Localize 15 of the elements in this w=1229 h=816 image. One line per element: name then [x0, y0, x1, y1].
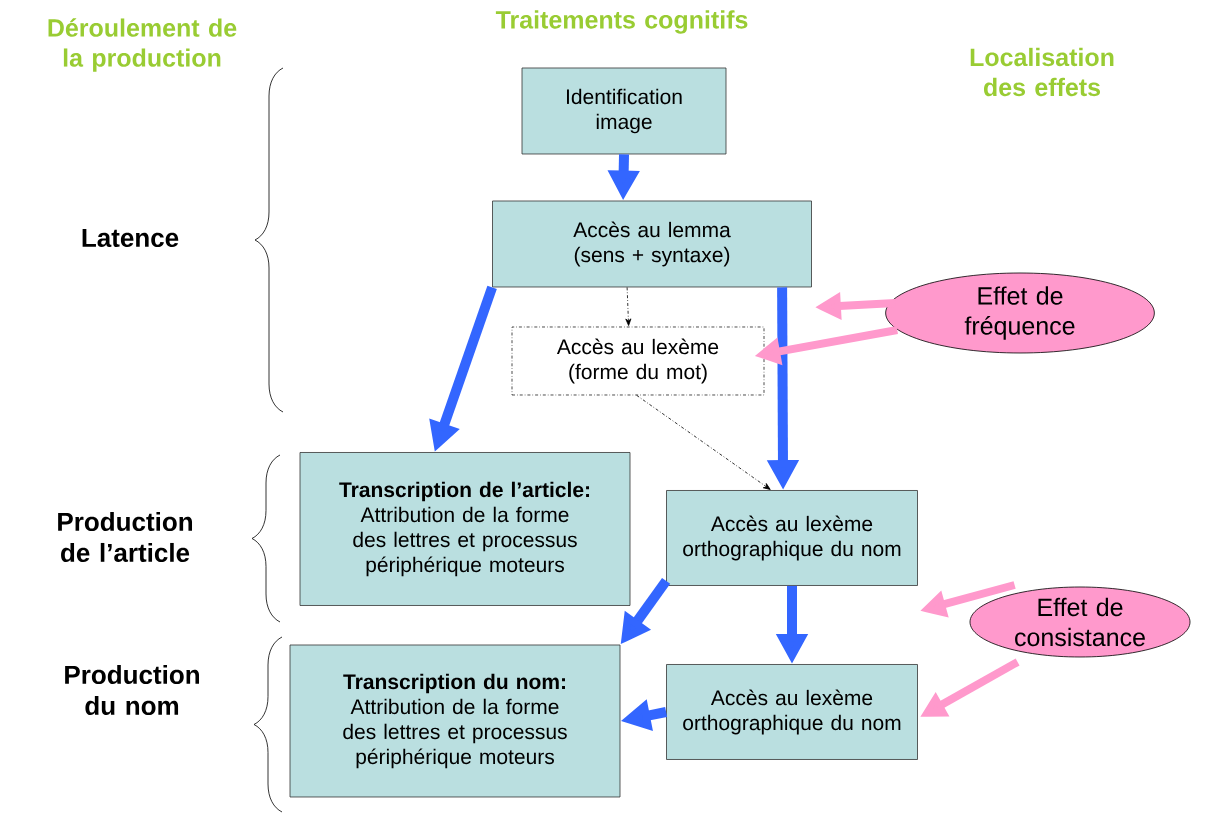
- column-heading: Localisation des effets: [970, 47, 1114, 97]
- process-box: Transcription de l’article: Attribution de la forme des lettres et processus périphérique moteurs: [299, 452, 631, 606]
- phase-label: Production de l’article: [58, 511, 192, 563]
- column-heading: Déroulement de la production: [48, 18, 237, 72]
- process-box: Transcription du nom: Attribution de la forme des lettres et processus périphérique moteurs: [289, 644, 621, 798]
- arrow: [625, 287, 632, 326]
- arrow: [636, 394, 771, 490]
- process-box: Accès au lexème orthographique du nom: [666, 490, 918, 586]
- process-box: Identification image: [521, 67, 727, 155]
- phase-label: Production du nom: [65, 664, 199, 716]
- column-heading: Traitements cognitifs: [495, 10, 748, 34]
- process-box: Accès au lexème orthographique du nom: [666, 664, 918, 760]
- process-box: Accès au lexème (forme du mot): [511, 326, 765, 396]
- phase-label: Latence: [82, 228, 179, 248]
- process-box: Accès au lemma (sens + syntaxe): [492, 200, 812, 288]
